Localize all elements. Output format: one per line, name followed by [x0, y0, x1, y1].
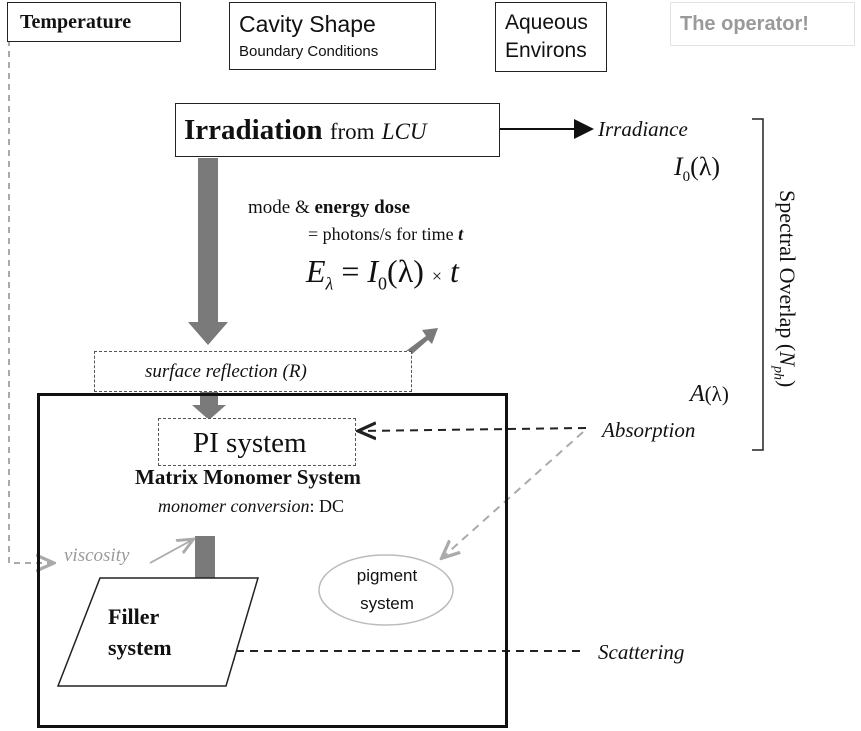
- pi-system-label: PI system: [193, 427, 307, 459]
- spectral-overlap-bracket: [752, 118, 764, 451]
- irradiation-box: Irradiation from LCU: [175, 103, 500, 157]
- absorption-to-pi-arrow: [360, 428, 587, 431]
- surface-reflection-label: surface reflection (R): [145, 361, 307, 382]
- dose-equation: Eλ = I0(λ) × t: [306, 253, 459, 294]
- matrix-monomer-title: Matrix Monomer System: [135, 465, 361, 489]
- absorption-label: Absorption: [602, 418, 696, 442]
- aqueous-environs-box: Aqueous Environs: [495, 2, 607, 72]
- irradiation-label: Irradiation: [184, 114, 323, 146]
- pi-system-box: PI system: [158, 418, 356, 466]
- conversion-label: monomer conversion: [158, 496, 310, 516]
- irradiance-label: Irradiance: [598, 117, 688, 141]
- dose-mode: mode &: [248, 197, 310, 218]
- filler-parallelogram: [56, 577, 260, 687]
- eq-E-sub: λ: [325, 273, 334, 294]
- conversion-value: : DC: [309, 496, 344, 516]
- irradiation-from: from: [329, 119, 375, 144]
- spectral-overlap-text: Spectral Overlap (Nph): [770, 190, 800, 387]
- monomer-conversion: monomer conversion: DC: [158, 496, 344, 517]
- dose-energy: energy dose: [314, 197, 411, 218]
- spectral-overlap-label: Spectral Overlap (Nph): [771, 190, 804, 420]
- eq-E: E: [306, 253, 326, 289]
- spectral-close: ): [775, 379, 800, 388]
- eq-times: ×: [431, 266, 443, 286]
- irradiation-down-arrow: [188, 158, 228, 345]
- eq-I: I: [367, 253, 379, 289]
- environs-label: Environs: [505, 39, 587, 62]
- filler-line2: system: [108, 635, 172, 660]
- irradiation-text: Irradiation from LCU: [184, 114, 427, 147]
- absorption-to-pigment-arrow: [443, 431, 584, 557]
- dose-photons: = photons/s for time: [308, 224, 454, 244]
- absorption-A: A: [690, 381, 705, 407]
- aqueous-label: Aqueous: [505, 11, 588, 34]
- pigment-line2: system: [360, 594, 414, 613]
- surface-reflection-box: surface reflection (R): [94, 351, 412, 392]
- dose-line2: = photons/s for time t: [308, 224, 463, 245]
- irradiance-symbol: I0(λ): [674, 152, 720, 186]
- filler-line1: Filler: [108, 604, 160, 629]
- dose-t: t: [458, 224, 464, 244]
- temperature-box: Temperature: [7, 2, 181, 42]
- irradiance-sub: 0: [682, 169, 691, 186]
- absorption-symbol: A(λ): [690, 381, 729, 408]
- pigment-ellipse: [318, 554, 454, 626]
- eq-t: t: [450, 253, 459, 289]
- absorption-arg: (λ): [704, 382, 729, 406]
- eq-equals: =: [341, 253, 360, 289]
- dose-line1: mode & energy dose: [248, 197, 410, 219]
- irradiance-arg: (λ): [690, 152, 721, 181]
- pigment-line1: pigment: [356, 566, 418, 585]
- spectral-text: Spectral Overlap (: [775, 190, 800, 352]
- irradiation-lcu: LCU: [381, 119, 427, 144]
- viscosity-arrow: [149, 540, 192, 564]
- temperature-label: Temperature: [20, 11, 132, 33]
- spectral-sub: ph: [770, 365, 786, 380]
- cavity-shape-label: Cavity Shape: [239, 11, 376, 37]
- operator-box: The operator!: [670, 2, 855, 46]
- composite-box: [37, 393, 508, 728]
- into-pi-arrow: [192, 392, 226, 420]
- eq-I-sub: 0: [378, 273, 388, 294]
- boundary-conditions-label: Boundary Conditions: [239, 43, 379, 60]
- scattering-label: Scattering: [598, 640, 685, 664]
- eq-arg: (λ): [387, 253, 424, 289]
- viscosity-label: viscosity: [64, 545, 130, 566]
- irradiance-I: I: [674, 152, 683, 181]
- spectral-N: N: [775, 351, 800, 366]
- cavity-shape-box: Cavity Shape Boundary Conditions: [229, 2, 436, 70]
- operator-label: The operator!: [680, 13, 809, 35]
